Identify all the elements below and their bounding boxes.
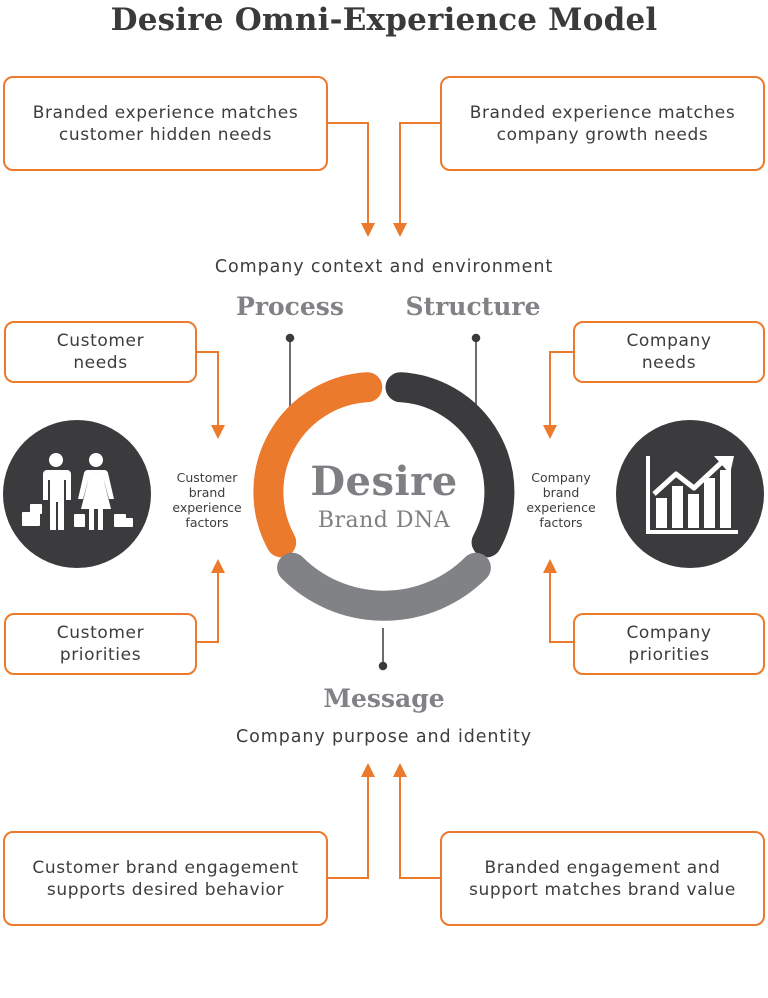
ring-segment-process: [253, 372, 383, 558]
box-line: supports desired behavior: [46, 879, 285, 900]
connector-company-priorities: [543, 559, 574, 643]
connector-company-needs: [543, 351, 574, 439]
process-leader-dot: [285, 333, 295, 343]
label-line: brand: [188, 485, 226, 500]
label-line: experience: [526, 500, 596, 515]
box-line: Company: [626, 331, 712, 351]
segment-label-structure: Structure: [405, 292, 541, 321]
diagram-title: Desire Omni-Experience Model: [110, 2, 658, 38]
connector-top-right: [393, 122, 440, 237]
box-line: Customer: [56, 331, 145, 351]
label-line: Company: [531, 470, 591, 485]
box-line: needs: [641, 353, 697, 373]
label-line: Customer: [176, 470, 238, 485]
center-title: Desire: [310, 458, 458, 505]
caption-context: Company context and environment: [214, 257, 554, 277]
box-line: customer hidden needs: [58, 124, 273, 145]
connector-bottom-left: [328, 763, 375, 879]
box-line: Customer: [56, 623, 145, 643]
segment-label-process: Process: [236, 292, 344, 321]
ring-segment-message: [277, 552, 491, 621]
box-line: company growth needs: [496, 124, 709, 145]
message-leader-dot: [378, 661, 388, 671]
box-line: support matches brand value: [469, 879, 736, 900]
customer-factors-label: Customer brand experience factors: [162, 470, 252, 530]
box-line: Company: [626, 623, 712, 643]
connector-top-left: [328, 122, 375, 237]
connector-customer-priorities: [196, 559, 225, 643]
box-line: needs: [73, 353, 128, 373]
label-line: factors: [185, 515, 229, 530]
label-line: factors: [539, 515, 583, 530]
box-line: Branded experience matches: [32, 102, 299, 123]
box-line: priorities: [628, 645, 710, 665]
box-line: Customer brand engagement: [32, 857, 299, 878]
people-shopping-icon: [3, 420, 151, 568]
label-line: brand: [542, 485, 580, 500]
ring-segment-structure: [385, 372, 515, 558]
caption-purpose: Company purpose and identity: [236, 727, 532, 747]
box-line: priorities: [59, 645, 142, 665]
connector-customer-needs: [196, 351, 225, 439]
label-line: experience: [172, 500, 242, 515]
company-factors-label: Company brand experience factors: [516, 470, 606, 530]
center-subtitle: Brand DNA: [317, 508, 451, 533]
segment-label-message: Message: [323, 684, 445, 713]
connector-bottom-right: [393, 763, 440, 879]
box-line: Branded experience matches: [469, 102, 736, 123]
structure-leader-dot: [471, 333, 481, 343]
box-line: Branded engagement and: [484, 857, 721, 878]
growth-chart-icon: [616, 420, 764, 568]
